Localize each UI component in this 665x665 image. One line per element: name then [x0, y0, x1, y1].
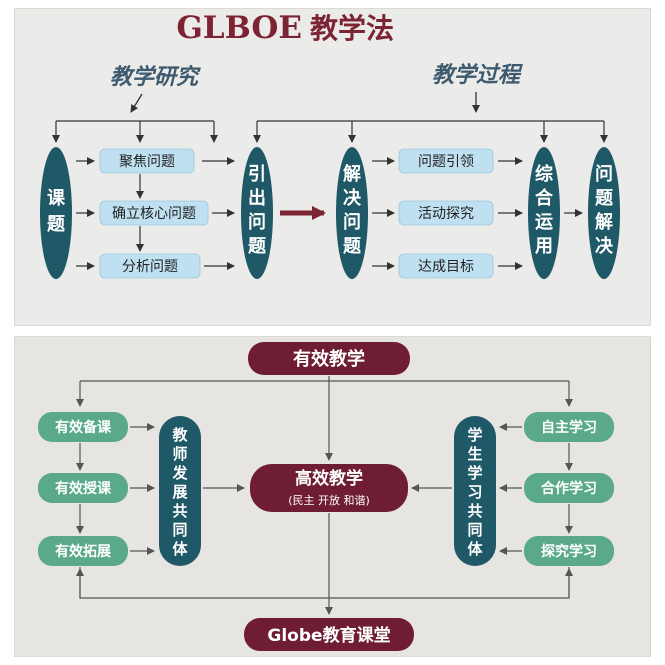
globe-classroom-panel: 有效教学 有效备课 有效授课 有效拓展 教 师 发 展 共 同 体 高效教学 (… — [14, 336, 651, 657]
research-step-2: 确立核心问题 — [99, 200, 209, 226]
globe-diagram: 有效教学 有效备课 有效授课 有效拓展 教 师 发 展 共 同 体 高效教学 (… — [38, 342, 614, 651]
effective-teaching-node: 有效教学 — [248, 342, 410, 375]
svg-text:有效教学: 有效教学 — [293, 348, 365, 370]
svg-text:问: 问 — [248, 212, 266, 233]
svg-text:决: 决 — [595, 235, 614, 257]
svg-text:习: 习 — [467, 483, 482, 501]
svg-text:综: 综 — [535, 163, 553, 185]
resolve-node: 问 题 解 决 — [588, 147, 620, 279]
svg-text:有效拓展: 有效拓展 — [55, 543, 111, 560]
process-step-2: 活动探究 — [398, 200, 494, 226]
svg-text:(民主 开放 和谐): (民主 开放 和谐) — [288, 493, 370, 507]
student-group-node: 学 生 学 习 共 同 体 — [454, 416, 496, 566]
right-node-2: 合作学习 — [524, 473, 614, 503]
svg-text:共: 共 — [467, 502, 482, 520]
svg-text:运: 运 — [535, 212, 553, 233]
svg-text:决: 决 — [343, 187, 362, 209]
svg-text:合: 合 — [535, 187, 554, 209]
section-research-label: 教学研究 — [110, 64, 201, 90]
svg-text:分析问题: 分析问题 — [122, 259, 178, 275]
left-node-2: 有效授课 — [38, 473, 128, 503]
research-step-3: 分析问题 — [99, 253, 201, 279]
left-node-1: 有效备课 — [38, 412, 128, 442]
svg-text:学: 学 — [467, 464, 482, 482]
efficient-teaching-node: 高效教学 (民主 开放 和谐) — [250, 464, 408, 512]
svg-text:同: 同 — [172, 521, 187, 539]
svg-text:生: 生 — [467, 445, 482, 463]
svg-text:体: 体 — [467, 540, 483, 558]
globe-classroom-node: Globe教育课堂 — [244, 618, 414, 651]
title-cn: 教学法 — [310, 12, 394, 45]
svg-text:题: 题 — [248, 236, 267, 257]
title-en: GLBOE — [176, 10, 302, 46]
section-process-label: 教学过程 — [432, 62, 523, 88]
svg-text:共: 共 — [172, 502, 187, 520]
svg-text:解: 解 — [343, 163, 361, 185]
svg-text:问题引领: 问题引领 — [418, 154, 474, 170]
raise-question-node: 引 出 问 题 — [241, 147, 273, 279]
svg-text:解: 解 — [595, 211, 613, 233]
solve-question-node: 解 决 问 题 — [336, 147, 368, 279]
svg-text:问: 问 — [595, 164, 613, 185]
svg-text:学: 学 — [467, 426, 482, 444]
svg-text:有效授课: 有效授课 — [55, 480, 112, 497]
topic-node: 课 题 — [40, 147, 72, 279]
svg-text:自主学习: 自主学习 — [541, 419, 597, 436]
process-step-1: 问题引领 — [398, 148, 494, 174]
svg-text:合作学习: 合作学习 — [541, 480, 597, 497]
svg-text:体: 体 — [172, 540, 188, 558]
topic-char-1: 课 — [47, 188, 66, 209]
svg-text:聚焦问题: 聚焦问题 — [119, 154, 175, 170]
svg-text:出: 出 — [248, 187, 266, 209]
right-node-1: 自主学习 — [524, 412, 614, 442]
svg-text:问: 问 — [343, 212, 361, 233]
svg-text:达成目标: 达成目标 — [418, 259, 474, 275]
left-node-3: 有效拓展 — [38, 536, 128, 566]
svg-text:教: 教 — [171, 426, 188, 444]
svg-text:Globe教育课堂: Globe教育课堂 — [267, 625, 390, 646]
right-node-3: 探究学习 — [524, 536, 614, 566]
svg-text:探究学习: 探究学习 — [541, 543, 597, 560]
svg-text:确立核心问题: 确立核心问题 — [112, 206, 196, 222]
svg-text:引: 引 — [248, 164, 266, 185]
apply-node: 综 合 运 用 — [528, 147, 560, 279]
svg-text:同: 同 — [467, 521, 482, 539]
teacher-group-node: 教 师 发 展 共 同 体 — [159, 416, 201, 566]
svg-text:展: 展 — [172, 483, 187, 501]
svg-text:用: 用 — [535, 236, 553, 257]
glboe-method-panel: GLBOE 教学法 教学研究 教学过程 课 题 聚焦问题 确立核心问题 分析问题 — [14, 8, 651, 326]
svg-text:题: 题 — [343, 236, 362, 257]
process-step-3: 达成目标 — [398, 253, 494, 279]
svg-text:师: 师 — [172, 445, 187, 463]
research-step-1: 聚焦问题 — [99, 148, 195, 174]
topic-char-2: 题 — [47, 214, 66, 235]
glboe-diagram: GLBOE 教学法 教学研究 教学过程 课 题 聚焦问题 确立核心问题 分析问题 — [40, 10, 620, 279]
svg-text:活动探究: 活动探究 — [418, 206, 474, 222]
svg-text:高效教学: 高效教学 — [295, 468, 363, 489]
svg-text:有效备课: 有效备课 — [55, 419, 112, 436]
svg-text:发: 发 — [171, 464, 188, 482]
svg-text:题: 题 — [595, 188, 614, 209]
